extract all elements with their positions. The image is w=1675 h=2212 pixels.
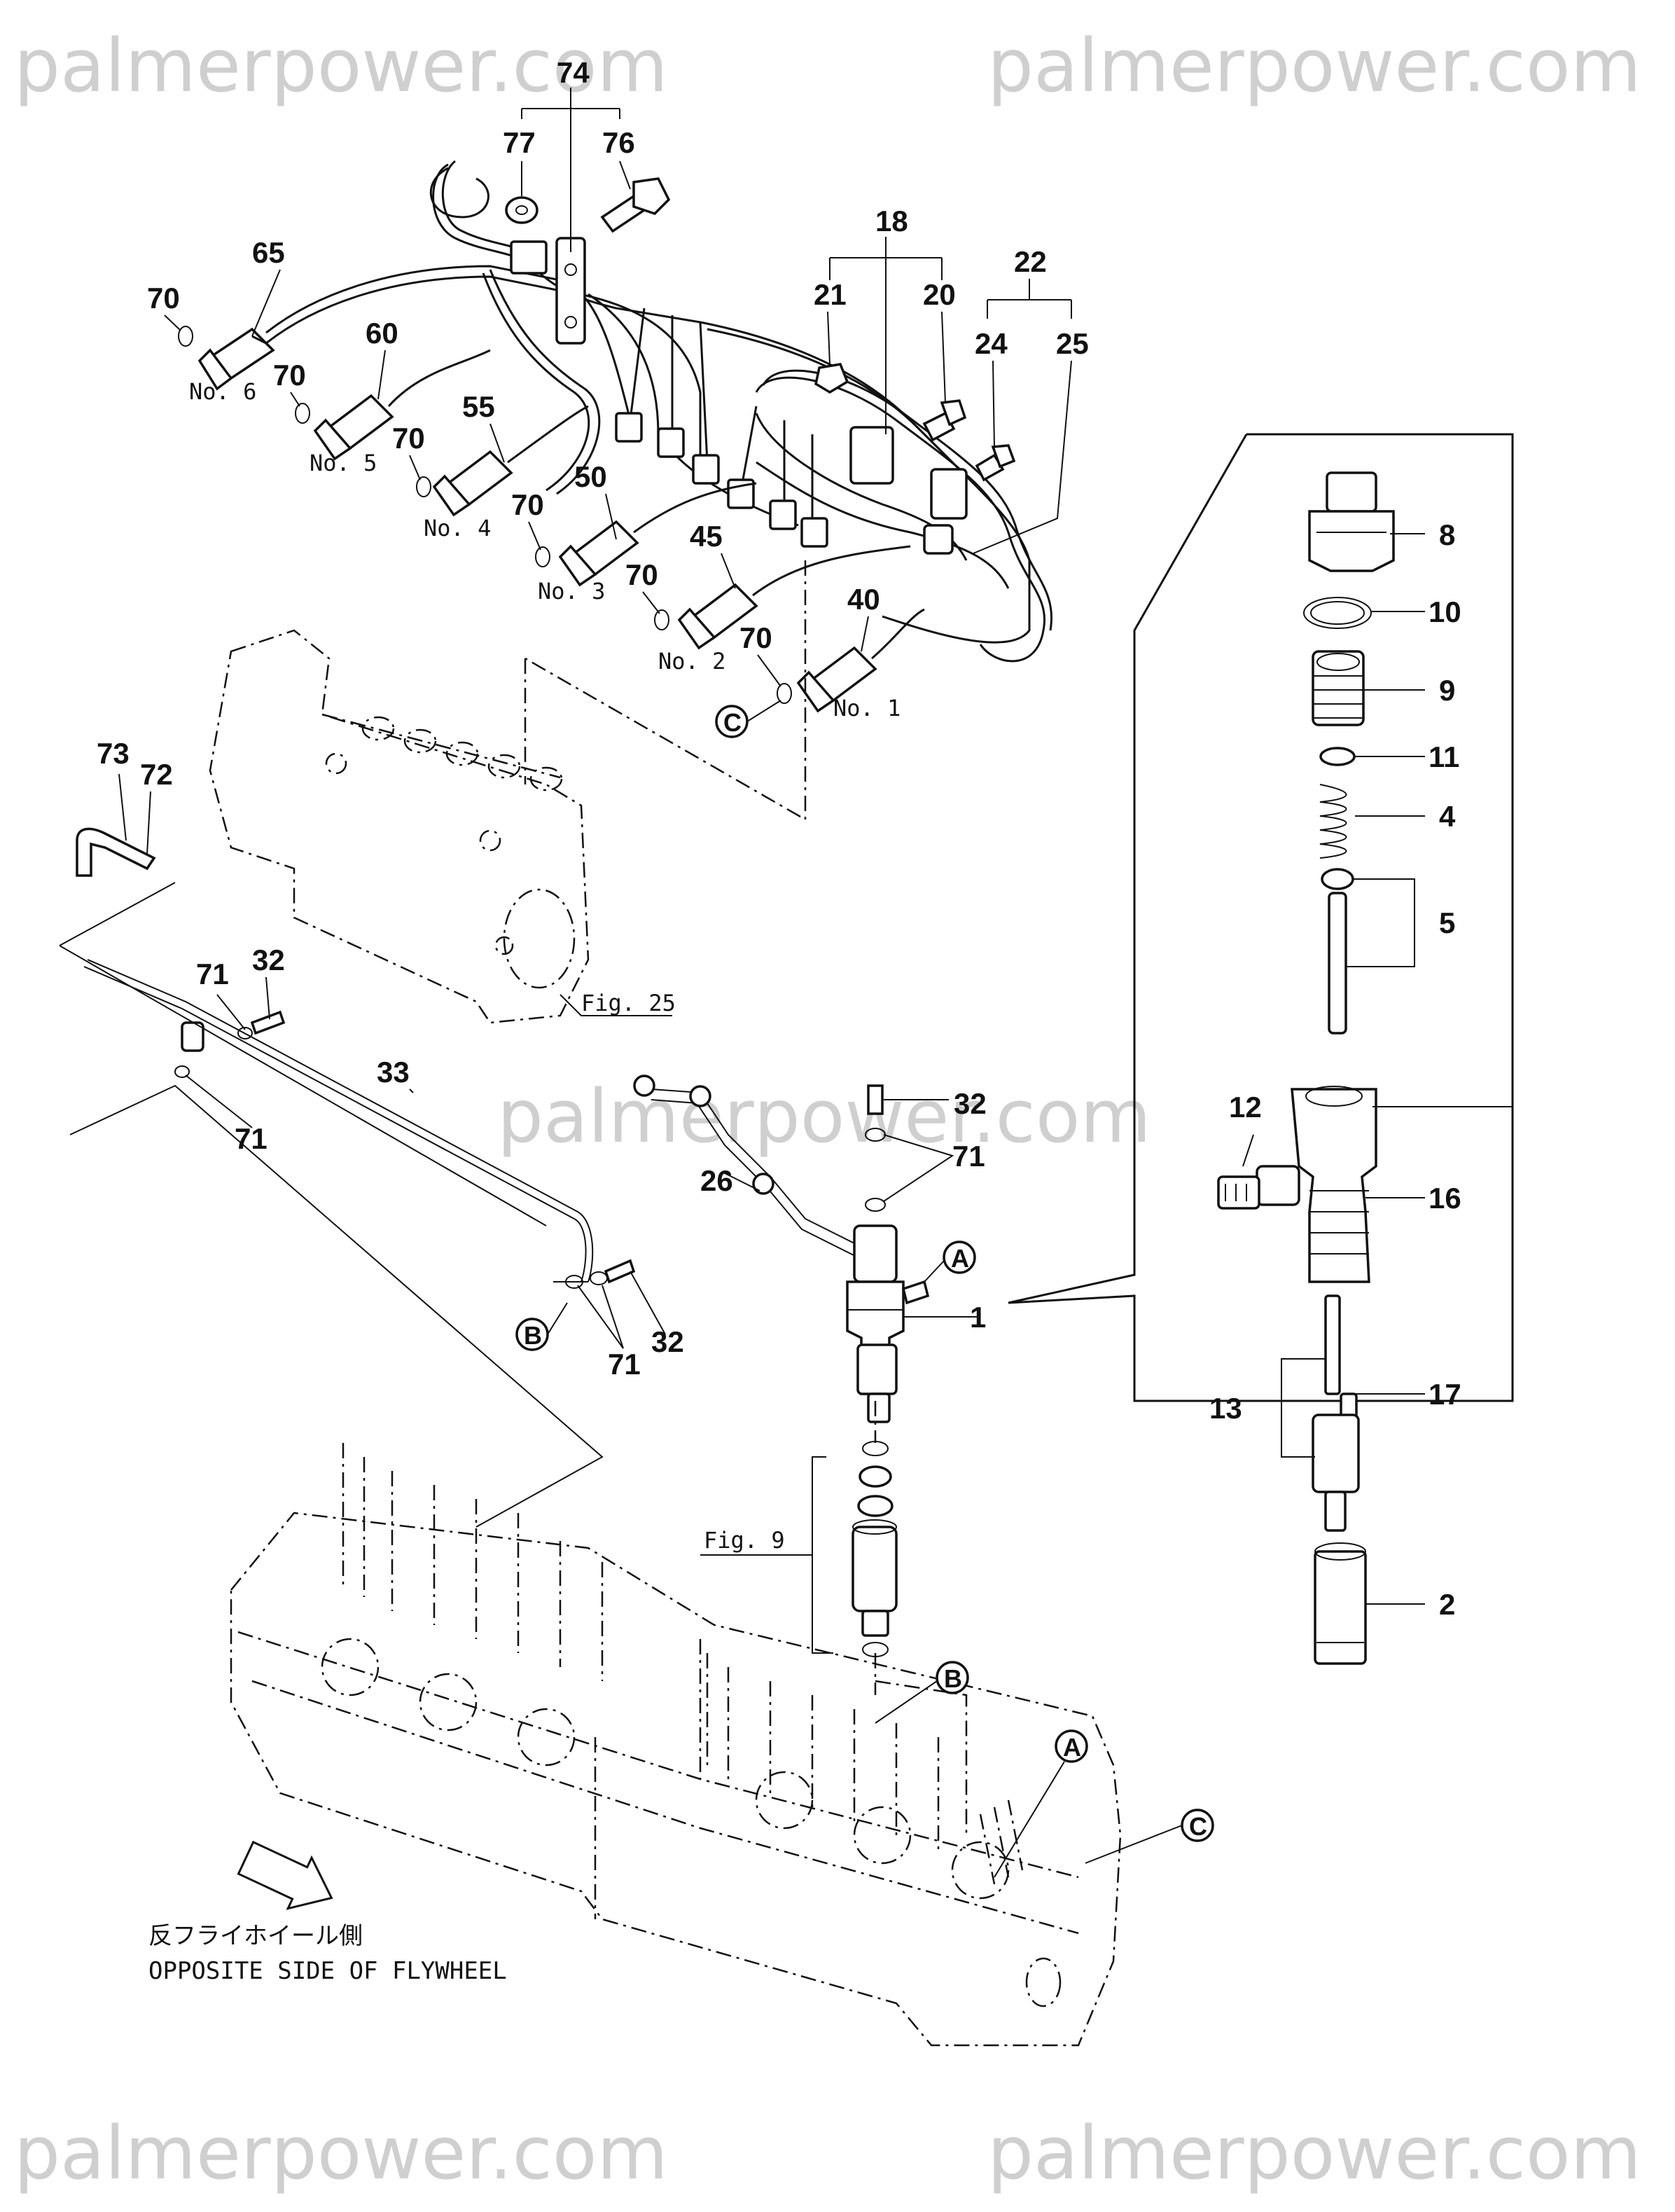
fuel-pipe-harness xyxy=(178,160,1052,713)
label-8: 8 xyxy=(1439,518,1455,551)
svg-text:A: A xyxy=(1063,1733,1081,1762)
label-22: 22 xyxy=(1014,245,1047,278)
label-13: 13 xyxy=(1209,1392,1242,1425)
label-25: 25 xyxy=(1056,327,1089,360)
label-16: 16 xyxy=(1429,1182,1461,1215)
cyl-label-no5: No. 5 xyxy=(310,450,377,476)
direction-arrow-icon xyxy=(237,1840,333,1910)
svg-text:C: C xyxy=(1189,1812,1207,1841)
fig-9-ref: Fig. 9 xyxy=(704,1527,785,1554)
marker-c-top: C xyxy=(715,705,749,738)
injector-detail-box xyxy=(1008,433,1514,1665)
leak-off-pipe xyxy=(76,827,636,1289)
label-50: 50 xyxy=(574,460,607,493)
label-1: 1 xyxy=(970,1301,986,1334)
label-24: 24 xyxy=(975,327,1008,360)
label-20: 20 xyxy=(923,278,956,311)
svg-text:C: C xyxy=(723,708,742,737)
label-74: 74 xyxy=(557,56,590,89)
label-32-b: 32 xyxy=(954,1087,987,1120)
pipe-end-no5 xyxy=(313,394,394,461)
label-70-no3: 70 xyxy=(511,488,544,521)
watermark-top-left: palmerpower.com xyxy=(14,23,668,109)
label-60: 60 xyxy=(366,317,398,350)
pipe-end-no6 xyxy=(197,327,275,391)
marker-b-right: B xyxy=(936,1661,969,1694)
marker-c-bottom: C xyxy=(1181,1809,1214,1842)
label-32-c: 32 xyxy=(651,1325,684,1358)
watermark-bottom-left: palmerpower.com xyxy=(14,2110,668,2196)
fig-25-ref: Fig. 25 xyxy=(581,990,676,1016)
label-55: 55 xyxy=(462,390,495,423)
label-21: 21 xyxy=(814,278,847,311)
pipe-end-no4 xyxy=(432,450,513,517)
cyl-label-no6: No. 6 xyxy=(189,378,256,405)
label-26: 26 xyxy=(700,1164,733,1197)
label-70-no6: 70 xyxy=(147,282,180,314)
caption-en: OPPOSITE SIDE OF FLYWHEEL xyxy=(148,1957,507,1985)
cylinder-labels: No. 6 No. 5 No. 4 No. 3 No. 2 No. 1 xyxy=(189,378,901,721)
label-11: 11 xyxy=(1429,740,1459,773)
label-10: 10 xyxy=(1429,595,1461,628)
svg-text:B: B xyxy=(524,1321,542,1350)
cyl-label-no1: No. 1 xyxy=(833,695,901,721)
svg-text:B: B xyxy=(944,1664,962,1693)
label-70-no5: 70 xyxy=(273,359,306,392)
label-5: 5 xyxy=(1439,906,1455,939)
label-9: 9 xyxy=(1439,674,1455,707)
label-71-c: 71 xyxy=(952,1140,985,1173)
injection-pump xyxy=(209,629,590,1024)
caption-jp: 反フライホイール側 xyxy=(148,1922,363,1950)
clamp-18 xyxy=(849,426,894,485)
label-65: 65 xyxy=(252,236,285,269)
label-2: 2 xyxy=(1439,1588,1455,1621)
label-70-no1: 70 xyxy=(739,621,772,654)
marker-a-top: A xyxy=(943,1240,976,1274)
label-76: 76 xyxy=(602,126,635,159)
watermark-top-right: palmerpower.com xyxy=(987,23,1641,109)
marker-a-bottom: A xyxy=(1055,1729,1088,1763)
label-70-no2: 70 xyxy=(625,558,658,591)
watermark-bottom-right: palmerpower.com xyxy=(987,2110,1641,2196)
watermark-center: palmerpower.com xyxy=(497,1074,1151,1159)
injector-assembly xyxy=(846,1224,930,1657)
label-45: 45 xyxy=(690,520,723,553)
cyl-label-no2: No. 2 xyxy=(658,648,725,675)
pipe-end-no2 xyxy=(677,583,758,650)
label-73: 73 xyxy=(97,737,130,770)
cyl-label-no4: No. 4 xyxy=(424,515,491,541)
label-4: 4 xyxy=(1439,800,1456,833)
cylinder-head xyxy=(230,1443,1122,2047)
label-70-no4: 70 xyxy=(392,422,425,455)
cyl-label-no3: No. 3 xyxy=(538,578,605,604)
part-labels: 74 77 76 65 70 60 70 55 70 50 70 45 70 4… xyxy=(97,56,1461,1621)
label-71-a: 71 xyxy=(196,958,229,990)
label-77: 77 xyxy=(503,126,536,159)
label-40: 40 xyxy=(847,583,880,616)
pipe-end-no1 xyxy=(796,646,877,713)
label-72: 72 xyxy=(140,758,173,791)
label-71-d: 71 xyxy=(608,1348,641,1381)
label-18: 18 xyxy=(875,205,908,237)
label-12: 12 xyxy=(1229,1091,1262,1124)
label-17: 17 xyxy=(1429,1378,1461,1411)
marker-b-left: B xyxy=(515,1318,549,1351)
label-33: 33 xyxy=(377,1056,410,1088)
label-32-a: 32 xyxy=(252,943,285,976)
pipe-end-no3 xyxy=(558,520,639,587)
svg-text:A: A xyxy=(951,1244,969,1273)
